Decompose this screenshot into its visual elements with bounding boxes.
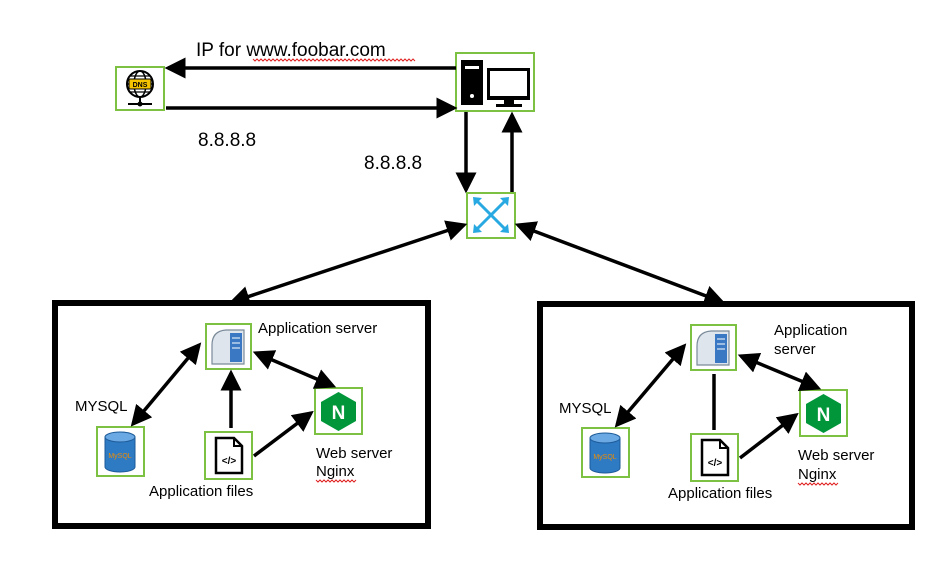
files-web-arrow <box>252 410 314 458</box>
web-server-node: N <box>799 389 848 437</box>
app-server-label-line2: server <box>774 341 816 358</box>
dns-response-label: 8.8.8.8 <box>198 130 256 151</box>
server-box-1: Application server MySQL MYSQL </> Appli… <box>52 300 431 529</box>
mysql-database-icon: MySQL <box>104 431 136 473</box>
router-server1-arrow <box>228 220 468 307</box>
app-db-arrow <box>614 343 687 428</box>
server-tower-icon <box>211 329 245 365</box>
nginx-letter: N <box>817 405 831 426</box>
app-server-label: Application server <box>258 320 377 337</box>
nginx-label: Nginx <box>316 463 355 480</box>
mysql-badge: MySQL <box>108 453 131 460</box>
app-web-arrow <box>737 353 822 391</box>
app-server-node <box>205 323 252 370</box>
dns-globe-icon: DNS <box>126 70 154 107</box>
files-web-arrow <box>738 412 799 460</box>
dns-server-node: DNS <box>115 66 165 111</box>
client-computer-node <box>455 52 535 112</box>
spellcheck-underline <box>797 482 839 486</box>
router-arrows-icon <box>473 197 509 233</box>
app-db-arrow <box>130 342 202 427</box>
web-server-label: Web server <box>316 445 392 462</box>
nginx-icon: N <box>806 394 841 433</box>
svg-text:</>: </> <box>708 458 723 469</box>
router-server2-arrow <box>514 221 726 306</box>
nginx-label: Nginx <box>798 466 837 483</box>
database-node: MySQL <box>581 427 630 478</box>
svg-text:</>: </> <box>222 456 237 467</box>
app-server-node <box>690 324 737 371</box>
nginx-icon: N <box>321 392 356 431</box>
database-node: MySQL <box>96 426 145 477</box>
app-files-node: </> <box>690 433 739 482</box>
web-server-label: Web server <box>798 447 874 464</box>
app-files-label: Application files <box>668 485 772 502</box>
database-label: MYSQL <box>75 398 128 415</box>
mysql-database-icon: MySQL <box>589 432 621 474</box>
router-ip-label: 8.8.8.8 <box>364 153 422 174</box>
router-node <box>466 192 516 239</box>
dns-query-label: IP for www.foobar.com <box>196 40 386 61</box>
mysql-badge: MySQL <box>593 454 616 461</box>
app-server-label: Application <box>774 322 847 339</box>
nginx-letter: N <box>332 403 346 424</box>
database-label: MYSQL <box>559 400 612 417</box>
app-files-node: </> <box>204 431 253 480</box>
web-server-node: N <box>314 387 363 435</box>
dns-badge: DNS <box>133 82 148 89</box>
code-file-icon: </> <box>214 436 244 475</box>
spellcheck-underline <box>252 58 416 62</box>
server-tower-icon <box>696 330 730 366</box>
app-web-arrow <box>252 350 337 389</box>
spellcheck-underline <box>315 479 357 483</box>
server-box-2: Application server MySQL MYSQL </> Appli… <box>537 301 915 530</box>
app-files-label: Application files <box>149 483 253 500</box>
desktop-computer-icon <box>461 60 530 107</box>
code-file-icon: </> <box>700 438 730 477</box>
